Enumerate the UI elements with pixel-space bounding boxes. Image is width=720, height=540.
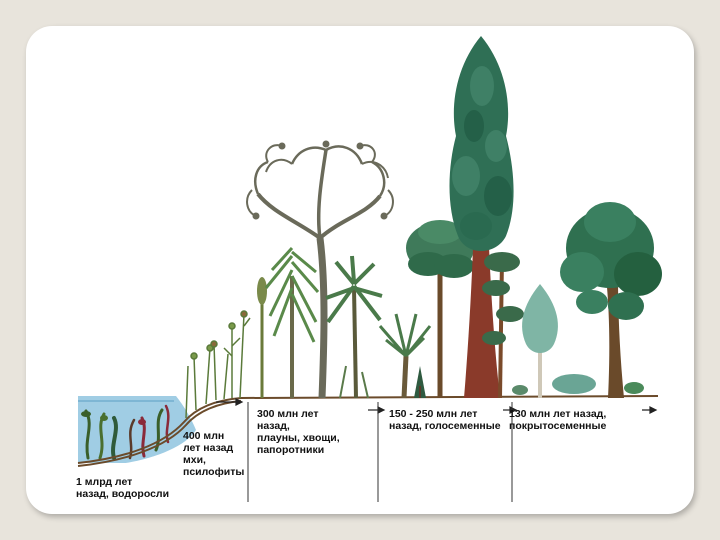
slide-card: 1 млрд лет назад, водоросли 400 млн лет … [26,26,694,514]
seed-fern-icon [326,256,382,398]
era-label-gymnosperms: 150 - 250 млн лет назад, голосеменные [389,408,529,432]
oak-icon [560,202,662,398]
araucaria-icon [406,220,474,398]
small-conifer-icon [414,366,426,398]
era-label-mosses: 400 млн лет назад мхи, псилофиты [183,430,263,478]
horsetail-icon [257,277,267,398]
era-label-angiosperms: 130 млн лет назад, покрытосеменные [509,408,679,432]
era-label-algae: 1 млрд лет назад, водоросли [76,476,206,500]
tree-fern-icon [266,248,318,398]
shrub-icon [512,374,644,395]
era-label-ferns: 300 млн лет назад, плауны, хвощи, папоро… [257,408,367,456]
birch-icon [522,284,558,398]
sequoia-icon [450,36,514,398]
